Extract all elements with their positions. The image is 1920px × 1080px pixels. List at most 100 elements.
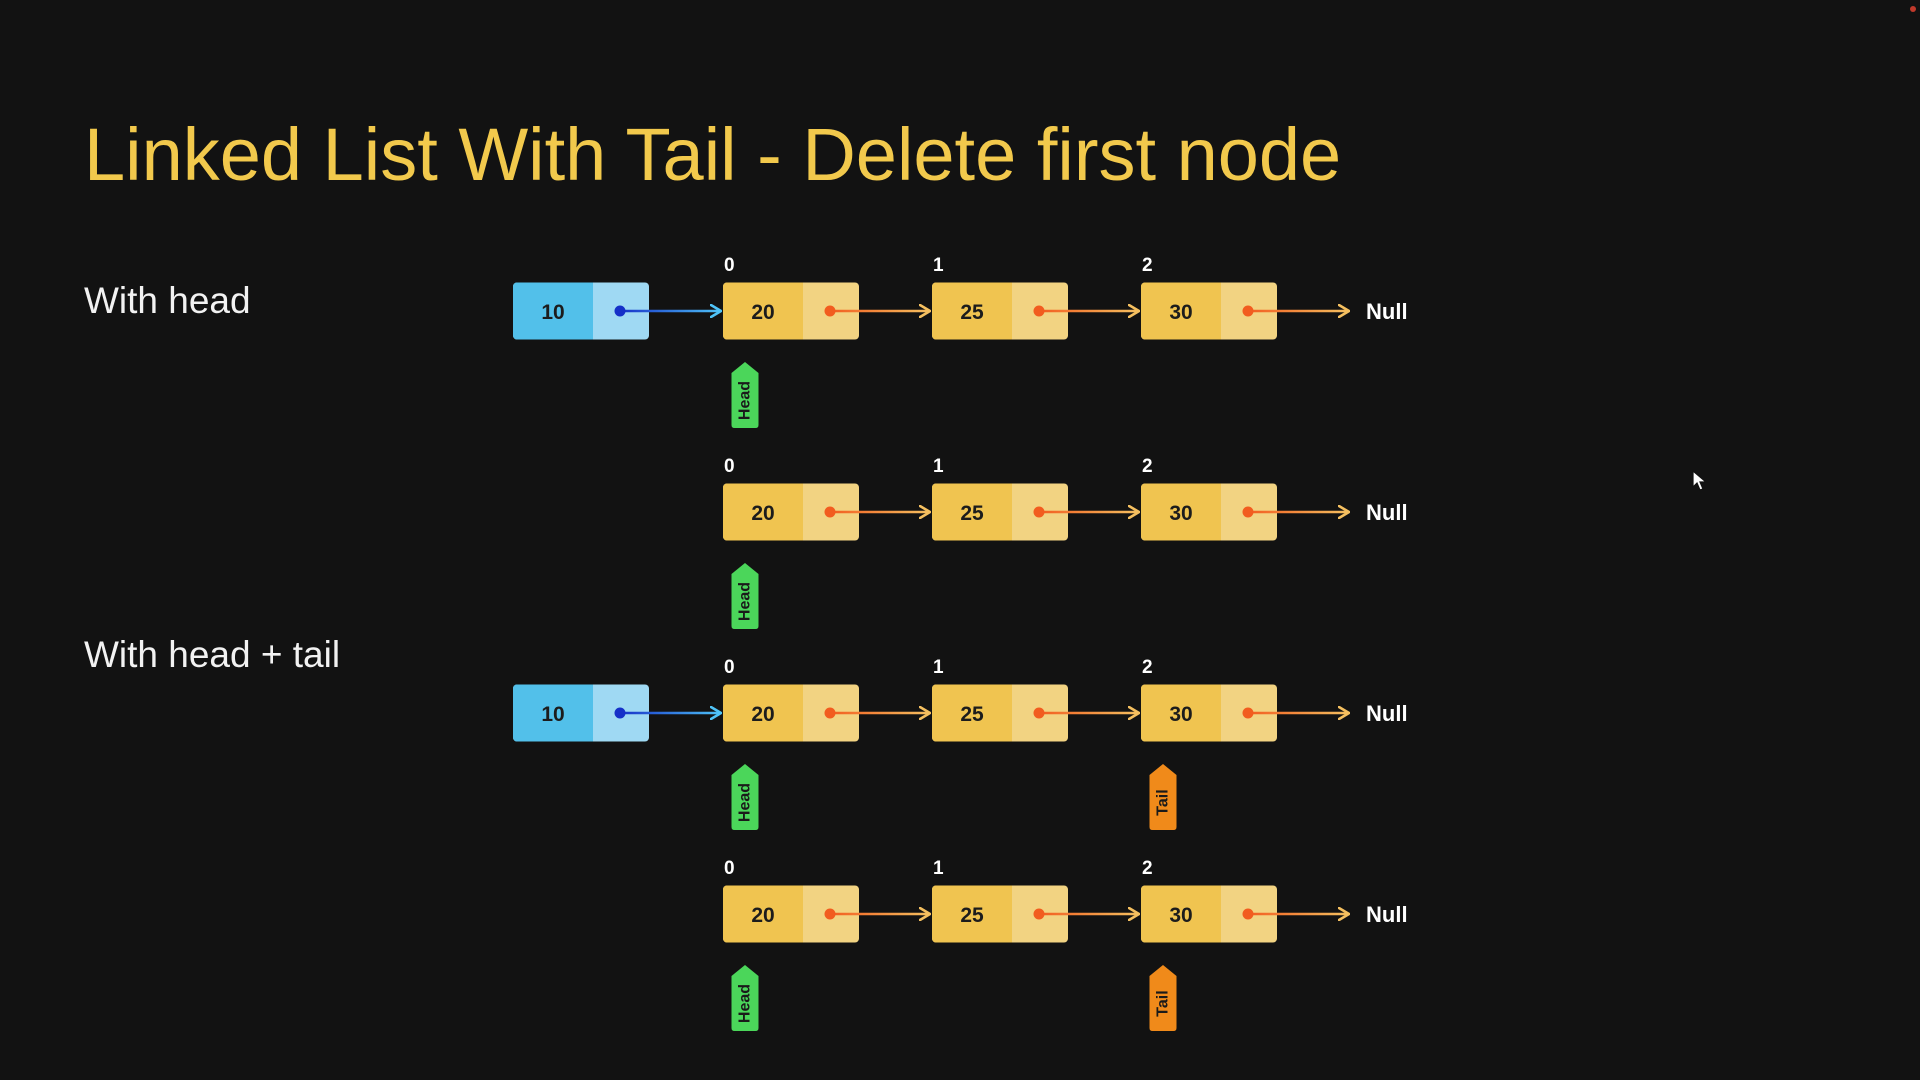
tail-pointer-tag: Tail (1149, 965, 1177, 1031)
link-next (824, 305, 931, 317)
null-label: Null (1366, 902, 1408, 927)
node-index-label: 0 (724, 858, 735, 879)
node-value: 10 (541, 301, 564, 324)
pointer-tag-label: Head (737, 783, 754, 822)
link-next (1033, 708, 1140, 719)
node-value: 25 (960, 703, 984, 726)
head-pointer-tag: Head (731, 362, 759, 428)
list-node: 30 (1141, 684, 1277, 742)
link-dot (1242, 908, 1254, 920)
node-value-section (932, 684, 1012, 742)
link-dot (1033, 506, 1045, 518)
node-value: 25 (960, 502, 984, 525)
pointer-tag-shape (731, 563, 759, 629)
node-index-label: 1 (933, 858, 944, 879)
pointer-tag-label: Head (737, 582, 754, 621)
link-dot (824, 908, 836, 920)
list-node: 25 (932, 885, 1068, 943)
link-next (1033, 305, 1140, 317)
link-next (824, 506, 931, 518)
node-value-section (1141, 483, 1221, 541)
null-label: Null (1366, 500, 1408, 525)
pointer-tag-label: Tail (1155, 990, 1172, 1016)
link-to-null (1242, 908, 1350, 920)
link-dot (1242, 707, 1254, 719)
node-value-section (1141, 684, 1221, 742)
list-node: 20 (723, 684, 859, 742)
list-node: 20 (723, 885, 859, 943)
node-value: 30 (1169, 904, 1192, 927)
head-pointer-tag: Head (731, 965, 759, 1031)
link-next (824, 908, 931, 920)
list-node: 25 (932, 483, 1068, 541)
link-dot (614, 707, 626, 719)
node-index-label: 1 (933, 255, 944, 276)
node-value-section (723, 684, 803, 742)
link-next (1033, 506, 1140, 518)
list-node: 30 (1141, 885, 1277, 943)
link-to-null (1242, 707, 1350, 719)
node-index-label: 0 (724, 255, 735, 276)
list-node: 30 (1141, 483, 1277, 541)
pointer-tag-shape (731, 362, 759, 428)
link-deleted-to-first (614, 707, 722, 719)
pointer-tag-shape (1149, 965, 1177, 1031)
deleted-node: 10 (513, 282, 649, 340)
pointer-tag-shape (1149, 764, 1177, 830)
recording-dot-icon (1910, 6, 1916, 12)
node-value: 25 (960, 904, 984, 927)
list-node: 25 (932, 684, 1068, 742)
link-dot (1033, 305, 1045, 317)
node-value-section (513, 684, 593, 742)
link-dot (1033, 908, 1045, 920)
deleted-node: 10 (513, 684, 649, 742)
null-label: Null (1366, 299, 1408, 324)
node-value: 20 (751, 904, 774, 927)
node-value-section (932, 282, 1012, 340)
node-value-section (932, 885, 1012, 943)
node-value: 10 (541, 703, 564, 726)
node-value-section (723, 282, 803, 340)
node-value-section (513, 282, 593, 340)
pointer-tag-label: Tail (1155, 789, 1172, 815)
node-value: 30 (1169, 703, 1192, 726)
null-label: Null (1366, 701, 1408, 726)
link-dot (1242, 506, 1254, 518)
link-deleted-to-first (614, 305, 722, 317)
link-dot (614, 305, 626, 317)
node-index-label: 2 (1142, 456, 1153, 477)
node-index-label: 0 (724, 657, 735, 678)
link-dot (824, 707, 836, 719)
node-value: 25 (960, 301, 984, 324)
node-index-label: 2 (1142, 657, 1153, 678)
link-dot (824, 506, 836, 518)
link-dot (824, 305, 836, 317)
list-node: 20 (723, 282, 859, 340)
link-next (1033, 908, 1140, 920)
node-value: 20 (751, 703, 774, 726)
pointer-tag-shape (731, 764, 759, 830)
node-index-label: 0 (724, 456, 735, 477)
section-label-with-head-tail: With head + tail (84, 634, 341, 675)
node-index-label: 1 (933, 456, 944, 477)
node-value-section (1141, 885, 1221, 943)
node-value-section (723, 483, 803, 541)
link-to-null (1242, 306, 1350, 317)
node-value: 20 (751, 301, 774, 324)
node-value-section (932, 483, 1012, 541)
list-node: 25 (932, 282, 1068, 340)
pointer-tag-shape (731, 965, 759, 1031)
node-value: 30 (1169, 301, 1192, 324)
pointer-tag-label: Head (737, 381, 754, 420)
node-index-label: 2 (1142, 858, 1153, 879)
node-value-section (1141, 282, 1221, 340)
mouse-cursor-icon (1692, 469, 1708, 497)
node-index-label: 2 (1142, 255, 1153, 276)
head-pointer-tag: Head (731, 764, 759, 830)
